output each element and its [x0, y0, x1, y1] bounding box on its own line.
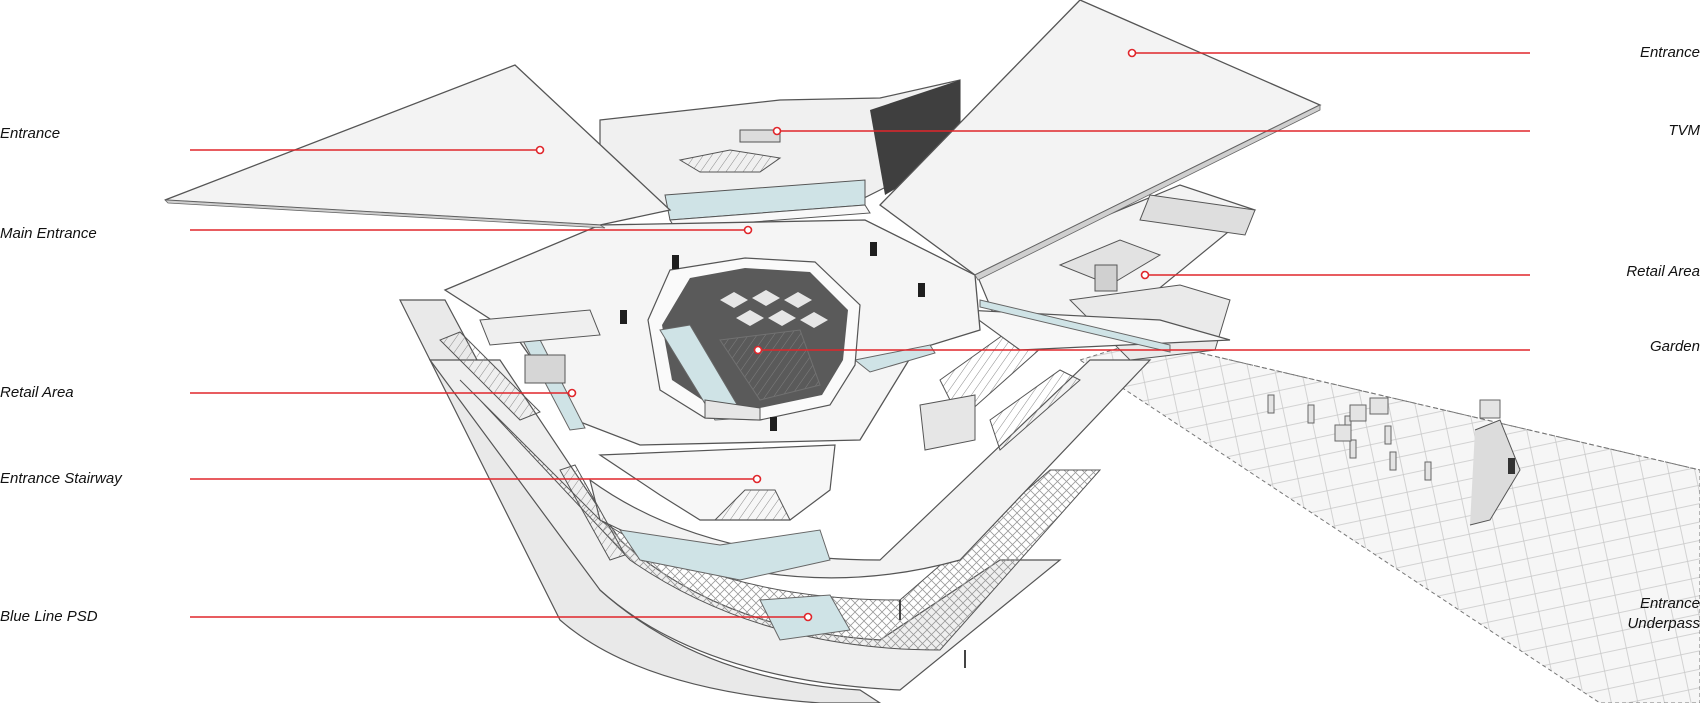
label-retail-area-right: Retail Area [1626, 263, 1700, 280]
columns [620, 242, 925, 431]
label-garden: Garden [1649, 338, 1700, 355]
canopy-left [163, 64, 672, 229]
leader-lines [190, 48, 1530, 622]
label-retail-area-left: Retail Area [0, 384, 74, 401]
label-entrance-underpass-line2: Underpass [1627, 615, 1700, 632]
central-atrium [647, 257, 861, 421]
label-tvm: TVM [1668, 122, 1700, 139]
label-main-entrance: Main Entrance [0, 225, 97, 242]
label-entrance-right: Entrance [1639, 44, 1700, 61]
retail-wing-right [963, 184, 1257, 361]
upper-hall-tvm [599, 79, 961, 229]
canopy-right [879, 0, 1322, 281]
label-entrance-underpass-line1: Entrance [1639, 595, 1700, 612]
label-entrance-stairway: Entrance Stairway [0, 470, 122, 487]
label-entrance-left: Entrance [0, 125, 61, 142]
label-blue-line-psd: Blue Line PSD [0, 608, 98, 625]
underpass-corridor [1078, 339, 1700, 703]
